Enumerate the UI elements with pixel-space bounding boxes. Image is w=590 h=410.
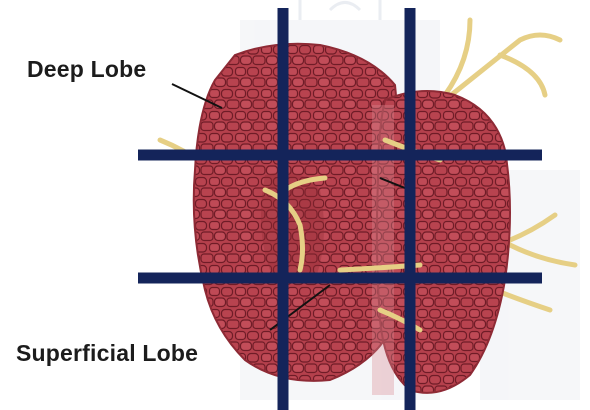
superficial-lobe-label: Superficial Lobe	[16, 340, 198, 367]
central-band	[372, 105, 394, 395]
deep-lobe-label: Deep Lobe	[27, 56, 146, 83]
inner-shadow	[261, 172, 324, 283]
